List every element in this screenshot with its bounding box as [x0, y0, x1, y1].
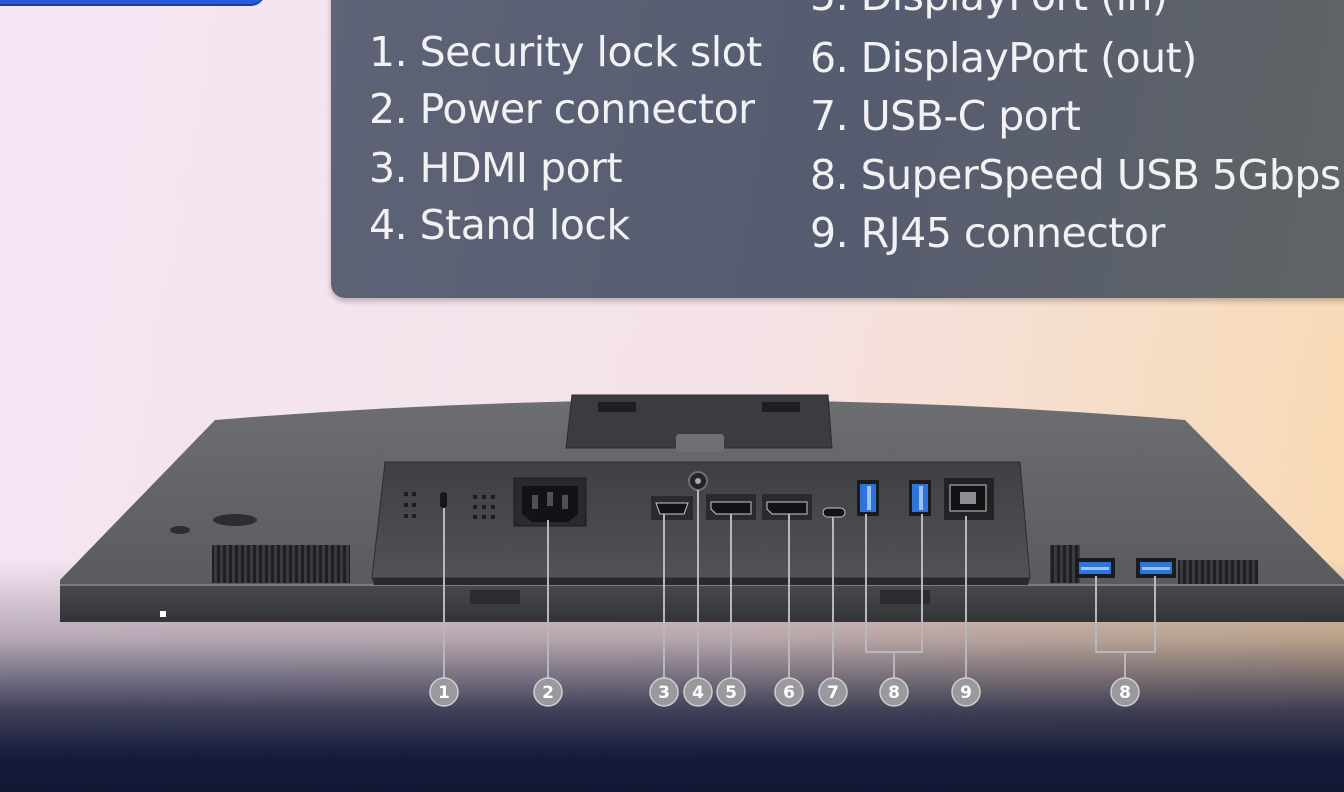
- svg-text:8: 8: [888, 683, 900, 703]
- port-legend-panel: 1. Security lock slot 2. Power connector…: [331, 0, 1344, 298]
- legend-item-1: 1. Security lock slot: [369, 28, 762, 76]
- callout-lines: [443, 490, 1156, 678]
- callout-badge-2: 2: [533, 677, 563, 707]
- callout-badge-8-side: 8: [1110, 677, 1140, 707]
- legend-item-7: 7. USB-C port: [810, 92, 1081, 140]
- legend-item-3: 3. HDMI port: [369, 144, 623, 192]
- usb-a-port-icon: [909, 480, 931, 516]
- side-usb-a-port-icon: [1075, 558, 1115, 578]
- side-usb-a-port-icon: [1136, 558, 1176, 578]
- stand-lock-icon: [688, 471, 708, 491]
- callout-badge-4: 4: [683, 677, 713, 707]
- right-vent-b: [1178, 560, 1258, 584]
- legend-item-9: 9. RJ45 connector: [810, 209, 1165, 257]
- rj45-connector-icon: [944, 478, 994, 520]
- left-vent: [212, 545, 350, 583]
- callout-badge-8: 8: [879, 677, 909, 707]
- security-lock-slot-icon: [404, 492, 495, 519]
- button-icon: [170, 526, 190, 534]
- displayport-out-icon: [762, 494, 812, 520]
- callout-badge-7: 7: [818, 677, 848, 707]
- svg-text:6: 6: [783, 683, 795, 703]
- svg-text:7: 7: [827, 683, 839, 703]
- foot-pad: [880, 590, 930, 604]
- callout-badge-1: 1: [429, 677, 459, 707]
- power-connector-icon: [513, 477, 587, 527]
- legend-item-4: 4. Stand lock: [369, 201, 630, 249]
- usb-a-port-icon: [857, 480, 879, 516]
- svg-text:2: 2: [542, 683, 554, 703]
- legend-item-5: 5. DisplayPort (in): [810, 0, 1168, 17]
- legend-item-6: 6. DisplayPort (out): [810, 34, 1197, 82]
- svg-text:4: 4: [692, 683, 704, 703]
- callout-badge-6: 6: [774, 677, 804, 707]
- svg-text:5: 5: [725, 683, 737, 703]
- power-led-icon: [160, 611, 166, 617]
- svg-text:3: 3: [658, 683, 670, 703]
- stand-mount: [565, 394, 833, 452]
- svg-text:8: 8: [1119, 683, 1131, 703]
- usb-c-port-icon: [822, 507, 846, 518]
- foot-pad: [470, 590, 520, 604]
- callout-badge-5: 5: [716, 677, 746, 707]
- callout-badge-9: 9: [951, 677, 981, 707]
- svg-text:9: 9: [960, 683, 972, 703]
- legend-item-8: 8. SuperSpeed USB 5Gbps: [810, 151, 1341, 199]
- hdmi-port-icon: [651, 496, 693, 520]
- legend-item-2: 2. Power connector: [369, 85, 755, 133]
- top-tab: [0, 0, 265, 4]
- callout-badge-3: 3: [649, 677, 679, 707]
- joystick-icon: [213, 514, 257, 526]
- svg-text:1: 1: [438, 683, 450, 703]
